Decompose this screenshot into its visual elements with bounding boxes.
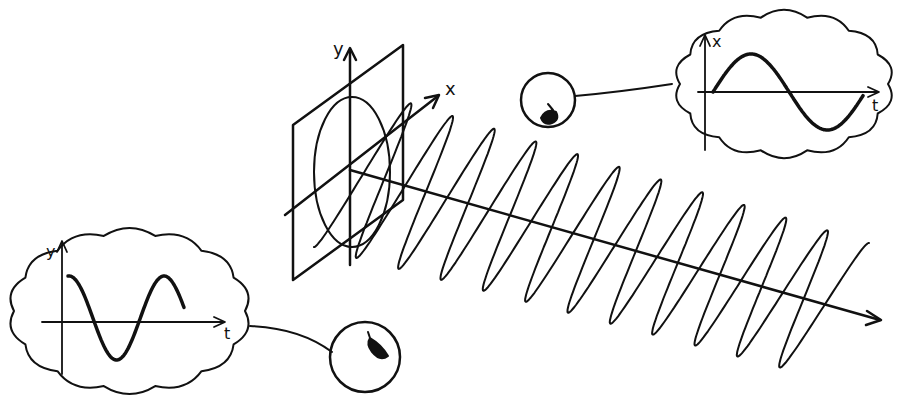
field-circle: [314, 97, 390, 247]
x-axis: [285, 96, 438, 215]
propagation-head: [866, 311, 881, 325]
axis-label: y: [46, 244, 55, 260]
axis-label: t: [224, 326, 230, 342]
x-axis-head: [425, 95, 439, 108]
eye-circle: [330, 322, 400, 392]
thought-cloud: yt: [2, 222, 257, 400]
cloud-graph: [2, 222, 257, 400]
leader-line: [250, 326, 332, 352]
y-axis: [349, 50, 352, 265]
axis-label: y: [333, 40, 344, 58]
eye-icon: [541, 104, 557, 124]
cloud-graph: [668, 4, 900, 164]
eye-circle: [521, 73, 575, 127]
y-axis-head: [344, 48, 356, 60]
thought-cloud: xt: [668, 4, 900, 164]
leader-line: [575, 84, 672, 96]
polarization-plane: [293, 45, 403, 280]
helix-wave: [314, 103, 869, 367]
axis-label: t: [872, 98, 878, 114]
axis-label: x: [445, 80, 456, 98]
axis-label: x: [712, 34, 721, 50]
eye-icon: [368, 332, 388, 358]
